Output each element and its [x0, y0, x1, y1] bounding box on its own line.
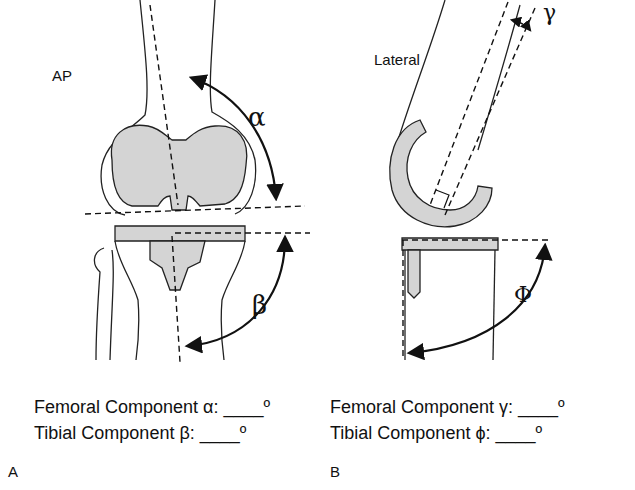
angle-symbol: γ — [543, 2, 556, 24]
angle-symbol: Φ — [514, 284, 532, 306]
measurement-field: Femoral Component α: ____º — [34, 398, 270, 416]
measurement-field: Tibial Component β: ____º — [34, 424, 246, 442]
measurement-field: Femoral Component γ: ____º — [330, 398, 565, 416]
panel-letter: B — [330, 464, 340, 479]
view-label: AP — [52, 68, 72, 83]
angle-symbol: β — [252, 292, 267, 318]
view-label: Lateral — [374, 52, 420, 67]
measurement-field: Tibial Component ϕ: ____º — [330, 424, 542, 442]
angle-symbol: α — [248, 104, 266, 130]
panel-letter: A — [8, 464, 18, 479]
